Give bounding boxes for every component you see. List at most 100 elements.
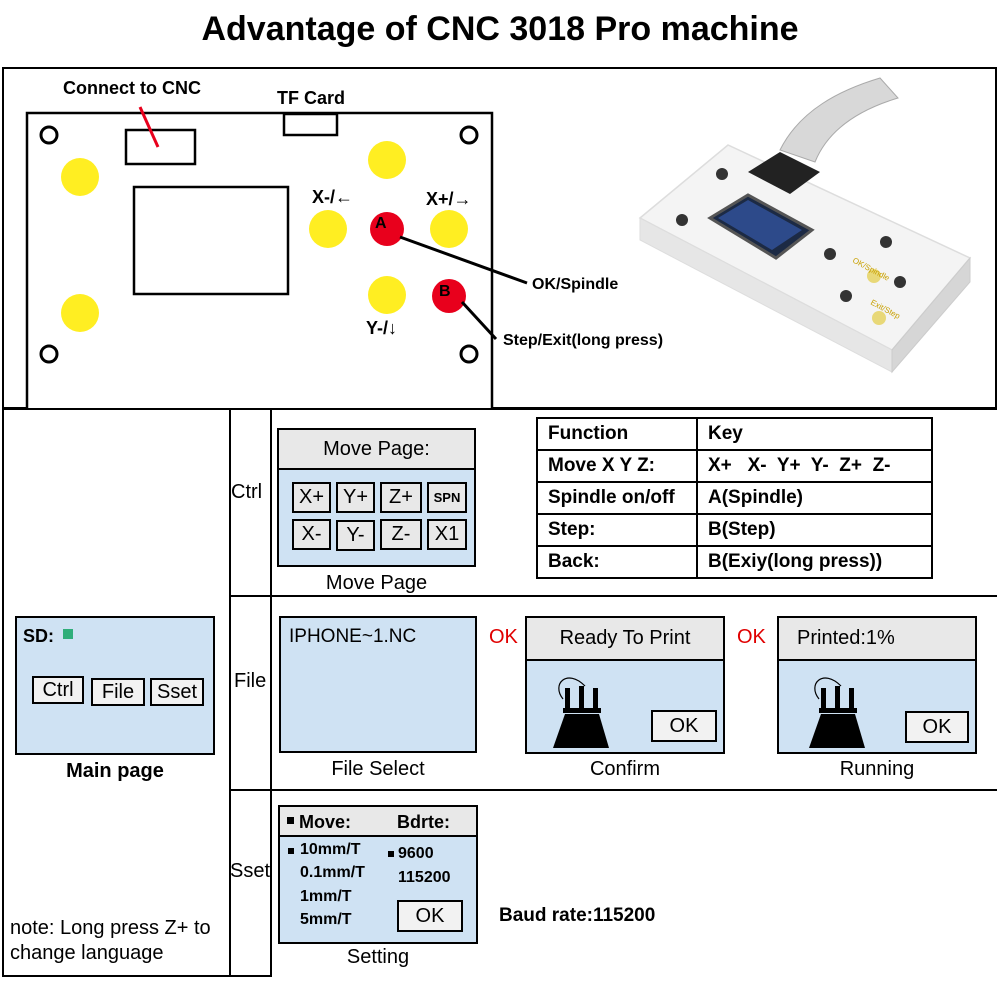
table-header-cell: Key <box>696 417 933 451</box>
running-header: Printed:1% <box>779 618 975 661</box>
table-header-row: Function Key <box>536 417 933 451</box>
ok-spindle-label: OK/Spindle <box>532 276 619 293</box>
y-minus-label: Y-/↓ <box>366 318 398 338</box>
move-page-screen: Move Page: X+ Y+ Z+ SPN X- Y- Z- X1 <box>277 428 476 567</box>
table-cell: A(Spindle) <box>696 481 933 515</box>
main-page-caption: Main page <box>66 760 164 782</box>
row-divider <box>229 789 997 791</box>
file-button[interactable]: File <box>91 678 145 706</box>
bdrte-label: Bdrte: <box>397 812 450 832</box>
function-table: Function Key Move X Y Z: X+ X- Y+ Y- Z+ … <box>536 417 933 579</box>
bottom-frame <box>2 408 997 976</box>
move-option[interactable]: 0.1mm/T <box>300 864 365 881</box>
table-row: Back: B(Exiy(long press)) <box>536 545 933 579</box>
tf-card-slot <box>282 112 339 137</box>
key-y-plus[interactable]: Y+ <box>336 482 375 513</box>
mount-hole <box>39 125 59 145</box>
row-label-ctrl: Ctrl <box>231 481 263 503</box>
confirm-screen: Ready To Print OK <box>525 616 725 754</box>
table-cell: B(Step) <box>696 513 933 547</box>
board-screen <box>132 185 290 296</box>
running-caption: Running <box>839 758 915 780</box>
move-page-caption: Move Page <box>325 572 428 594</box>
confirm-header-text: Ready To Print <box>559 627 691 649</box>
device-key <box>676 214 688 226</box>
key-a-label: A <box>375 215 387 232</box>
setting-caption: Setting <box>346 946 410 968</box>
ok-step-1: OK <box>489 626 518 648</box>
table-cell: Back: <box>536 545 698 579</box>
confirm-ok-button[interactable]: OK <box>651 710 717 742</box>
connect-to-cnc-label: Connect to CNC <box>63 78 201 98</box>
yellow-key-x-minus <box>309 210 347 248</box>
device-key <box>894 276 906 288</box>
table-cell: Step: <box>536 513 698 547</box>
move-marker <box>287 817 294 824</box>
print-icon <box>809 677 865 748</box>
yellow-key-x-plus <box>430 210 468 248</box>
file-select-caption: File Select <box>331 758 425 780</box>
mount-hole <box>459 125 479 145</box>
table-cell: B(Exiy(long press)) <box>696 545 933 579</box>
baud-option[interactable]: 9600 <box>398 845 434 862</box>
move-option[interactable]: 1mm/T <box>300 888 352 905</box>
move-option[interactable]: 5mm/T <box>300 911 352 928</box>
row-label-column-right <box>270 408 272 976</box>
move-page-header-text: Move Page: <box>323 437 430 460</box>
row-label-column-left <box>229 408 231 976</box>
device-key <box>824 248 836 260</box>
key-spn[interactable]: SPN <box>427 482 467 513</box>
device-connector <box>748 152 820 194</box>
running-ok-button[interactable]: OK <box>905 711 969 743</box>
key-x-minus[interactable]: X- <box>292 519 331 550</box>
x-plus-label: X+/→ <box>426 189 472 209</box>
setting-header <box>280 807 476 837</box>
setting-ok-button[interactable]: OK <box>397 900 463 932</box>
print-icon <box>553 677 609 748</box>
language-note: note: Long press Z+ to change language <box>10 917 211 964</box>
running-header-text: Printed:1% <box>797 627 895 649</box>
file-select-screen: IPHONE~1.NC <box>279 616 477 753</box>
move-page-header: Move Page: <box>279 430 474 470</box>
device-key-exit <box>872 311 886 325</box>
cnc-connector <box>124 128 197 166</box>
yellow-key <box>61 294 99 332</box>
key-y-minus[interactable]: Y- <box>336 520 375 551</box>
device-key <box>880 236 892 248</box>
yellow-key <box>61 158 99 196</box>
control-board-diagram <box>25 106 528 409</box>
table-row: Move X Y Z: X+ X- Y+ Y- Z+ Z- <box>536 449 933 483</box>
move-option-marker <box>288 848 294 854</box>
table-cell: X+ X- Y+ Y- Z+ Z- <box>696 449 933 483</box>
device-key <box>716 168 728 180</box>
step-exit-label: Step/Exit(long press) <box>503 332 664 349</box>
bottom-line <box>2 975 272 977</box>
device-key-ok <box>867 269 881 283</box>
key-x-plus[interactable]: X+ <box>292 482 331 513</box>
row-label-file: File <box>234 670 267 692</box>
ctrl-button[interactable]: Ctrl <box>32 676 84 704</box>
key-z-plus[interactable]: Z+ <box>380 482 422 513</box>
table-cell: Spindle on/off <box>536 481 698 515</box>
confirm-caption: Confirm <box>589 758 660 780</box>
sd-label: SD: <box>23 626 54 646</box>
key-b-label: B <box>439 283 451 300</box>
table-cell: Move X Y Z: <box>536 449 698 483</box>
baud-rate-note: Baud rate:115200 <box>499 905 656 926</box>
move-label: Move: <box>299 812 352 832</box>
setting-screen: Move: Bdrte: 10mm/T 0.1mm/T 1mm/T 5mm/T … <box>278 805 478 944</box>
table-header-cell: Function <box>536 417 698 451</box>
file-name[interactable]: IPHONE~1.NC <box>289 626 417 647</box>
device-photo: OK/Spindle Exit/Step <box>638 77 972 374</box>
move-option[interactable]: 10mm/T <box>300 841 361 858</box>
page-title: Advantage of CNC 3018 Pro machine <box>201 10 799 48</box>
sset-button[interactable]: Sset <box>150 678 204 706</box>
yellow-key-y-plus <box>368 141 406 179</box>
baud-option[interactable]: 115200 <box>398 869 451 886</box>
baud-option-marker <box>388 851 394 857</box>
key-z-minus[interactable]: Z- <box>380 519 422 550</box>
key-x1[interactable]: X1 <box>427 519 467 550</box>
sd-status-icon <box>63 629 73 639</box>
x-minus-label: X-/← <box>312 187 354 207</box>
main-page-screen: SD: Ctrl File Sset <box>15 616 215 755</box>
